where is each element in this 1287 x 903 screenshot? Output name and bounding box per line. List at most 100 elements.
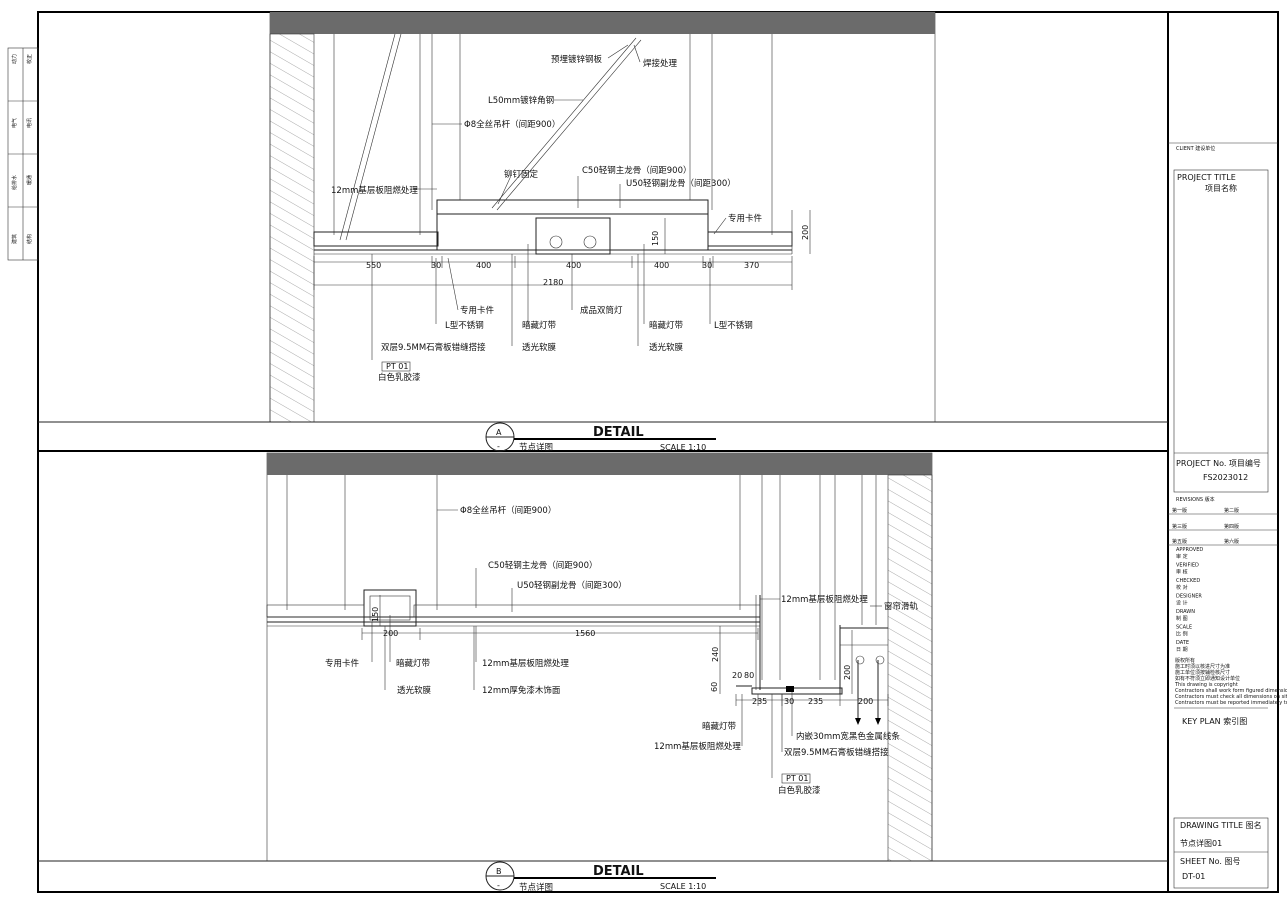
dim: 30 bbox=[784, 697, 794, 706]
left-strip: 动力 校正 电气 电讯 给排水 暖通 建筑 结构 bbox=[7, 47, 39, 261]
paint-tag: PT 01 bbox=[386, 362, 408, 371]
dim: 235 bbox=[752, 697, 767, 706]
role-en: APPROVED bbox=[1176, 547, 1203, 553]
annotation: L型不锈钢 bbox=[445, 320, 484, 331]
annotation: 暗藏灯带 bbox=[702, 721, 737, 732]
annotation: 12mm基层板阻燃处理 bbox=[654, 741, 741, 752]
strip-label: 暖通 bbox=[26, 175, 33, 185]
detail-title: DETAIL bbox=[593, 864, 644, 879]
strip-label: 建筑 bbox=[11, 234, 18, 244]
detail-subtitle: 节点详图 bbox=[519, 882, 553, 893]
dim: 200 bbox=[843, 665, 852, 680]
detail-a: 550 30 400 400 400 30 370 2180 150 200 bbox=[38, 11, 1168, 453]
strip-label: 给排水 bbox=[11, 175, 18, 190]
rev-label: 第四版 bbox=[1224, 523, 1239, 530]
dim: 240 bbox=[711, 647, 720, 662]
wall-hatch-a bbox=[269, 33, 315, 423]
project-no: FS2023012 bbox=[1203, 473, 1248, 482]
role-cn: 审 定 bbox=[1176, 553, 1188, 560]
dim: 1560 bbox=[575, 629, 595, 638]
strip-label: 结构 bbox=[26, 234, 33, 244]
note-line: 版权所有 bbox=[1175, 657, 1195, 664]
recess-base bbox=[751, 687, 843, 695]
dim: 80 bbox=[744, 671, 754, 680]
rev-label: 第二版 bbox=[1224, 507, 1239, 514]
annotation: 专用卡件 bbox=[325, 658, 360, 669]
slab-a bbox=[270, 12, 935, 34]
project-title-label: PROJECT TITLE bbox=[1177, 173, 1236, 182]
detail-scale: SCALE 1:10 bbox=[660, 443, 706, 452]
svg-text:-: - bbox=[497, 442, 500, 451]
annotation: 铆钉固定 bbox=[504, 169, 539, 180]
annotation: 12mm厚免漆木饰面 bbox=[482, 685, 561, 696]
dim: 370 bbox=[744, 261, 759, 270]
dim: 400 bbox=[566, 261, 581, 270]
annotation: L50mm镀锌角钢 bbox=[488, 95, 554, 106]
dim: 550 bbox=[366, 261, 381, 270]
dim: 200 bbox=[858, 697, 873, 706]
annotation: 暗藏灯带 bbox=[649, 320, 684, 331]
note-line: Contractors must be reported immediately… bbox=[1175, 700, 1287, 706]
drawing-title-label: DRAWING TITLE 图名 bbox=[1180, 820, 1262, 830]
revisions-label: REVISIONS 版本 bbox=[1176, 496, 1215, 503]
dim: 20 bbox=[732, 671, 742, 680]
annotation: U50轻钢副龙骨（间距300） bbox=[626, 178, 736, 189]
strip-label: 动力 bbox=[11, 54, 18, 64]
annotation: 双层9.5MM石膏板错缝搭接 bbox=[381, 342, 486, 353]
hanger-rods-b bbox=[286, 475, 877, 680]
title-block: CLIENT 建设单位 PROJECT TITLE 项目名称 PROJECT N… bbox=[1168, 142, 1287, 889]
key-plan-label: KEY PLAN 索引图 bbox=[1182, 716, 1247, 726]
annotation: U50轻钢副龙骨（间距300） bbox=[517, 580, 627, 591]
role-en: CHECKED bbox=[1176, 578, 1200, 584]
strip-label: 电气 bbox=[11, 118, 18, 128]
detail-title: DETAIL bbox=[593, 425, 644, 440]
role-en: SCALE bbox=[1176, 625, 1192, 631]
annotation: 焊接处理 bbox=[643, 58, 678, 69]
copyright-notes: 版权所有施工时须以核进尺寸为准施工单位须按辅检核尺寸如有不符须立即通知设计单位T… bbox=[1174, 657, 1287, 706]
sheet-no-label: SHEET No. 图号 bbox=[1180, 857, 1240, 866]
paint-tag: PT 01 bbox=[786, 774, 808, 783]
annotation: 12mm基层板阻燃处理 bbox=[331, 185, 418, 196]
dim-total: 2180 bbox=[543, 278, 563, 287]
annotation: 透光软膜 bbox=[649, 342, 684, 353]
note-line: Contractors must check all dimensions on… bbox=[1175, 694, 1287, 700]
annotation: 12mm基层板阻燃处理 bbox=[482, 658, 569, 669]
annotation: Φ8全丝吊杆（间距900） bbox=[460, 505, 556, 516]
annotation: 预埋镀锌钢板 bbox=[551, 54, 603, 65]
dim: 200 bbox=[801, 225, 810, 240]
dim: 150 bbox=[651, 231, 660, 246]
role-en: DATE bbox=[1176, 640, 1189, 646]
annotation: 透光软膜 bbox=[522, 342, 557, 353]
annotation: 成品双筒灯 bbox=[580, 305, 623, 316]
strip-label: 电讯 bbox=[26, 118, 33, 128]
detail-letter: B bbox=[496, 867, 502, 876]
rev-label: 第六版 bbox=[1224, 538, 1239, 545]
annotation: 专用卡件 bbox=[460, 305, 495, 316]
note-line: Contractors shall work form figured dime… bbox=[1175, 688, 1287, 694]
rev-label: 第三版 bbox=[1172, 523, 1187, 530]
detail-letter: A bbox=[496, 428, 502, 437]
annotation: 透光软膜 bbox=[397, 685, 432, 696]
annotation: 内嵌30mm宽黑色金属线条 bbox=[796, 731, 900, 742]
note-line: 如有不符须立即通知设计单位 bbox=[1175, 675, 1240, 682]
role-cn: 设 计 bbox=[1176, 600, 1188, 607]
dim: 400 bbox=[476, 261, 491, 270]
dim: 400 bbox=[654, 261, 669, 270]
strip-label: 校正 bbox=[26, 54, 33, 64]
annotation: 双层9.5MM石膏板错缝搭接 bbox=[784, 747, 889, 758]
double-downlight bbox=[535, 217, 611, 255]
role-cn: 校 对 bbox=[1176, 584, 1188, 591]
rev-label: 第一版 bbox=[1172, 507, 1187, 514]
annotation: 12mm基层板阻燃处理 bbox=[781, 594, 868, 605]
role-en: VERIFIED bbox=[1176, 563, 1199, 569]
dim: 200 bbox=[383, 629, 398, 638]
annotation: 白色乳胶漆 bbox=[378, 372, 421, 383]
project-no-label: PROJECT No. 项目编号 bbox=[1176, 458, 1261, 468]
svg-text:-: - bbox=[497, 881, 500, 890]
annotation: L型不锈钢 bbox=[714, 320, 753, 331]
dim: 60 bbox=[710, 682, 719, 692]
annotation: 暗藏灯带 bbox=[522, 320, 557, 331]
annotation: Φ8全丝吊杆（间距900） bbox=[464, 119, 560, 130]
role-cn: 审 核 bbox=[1176, 569, 1188, 576]
